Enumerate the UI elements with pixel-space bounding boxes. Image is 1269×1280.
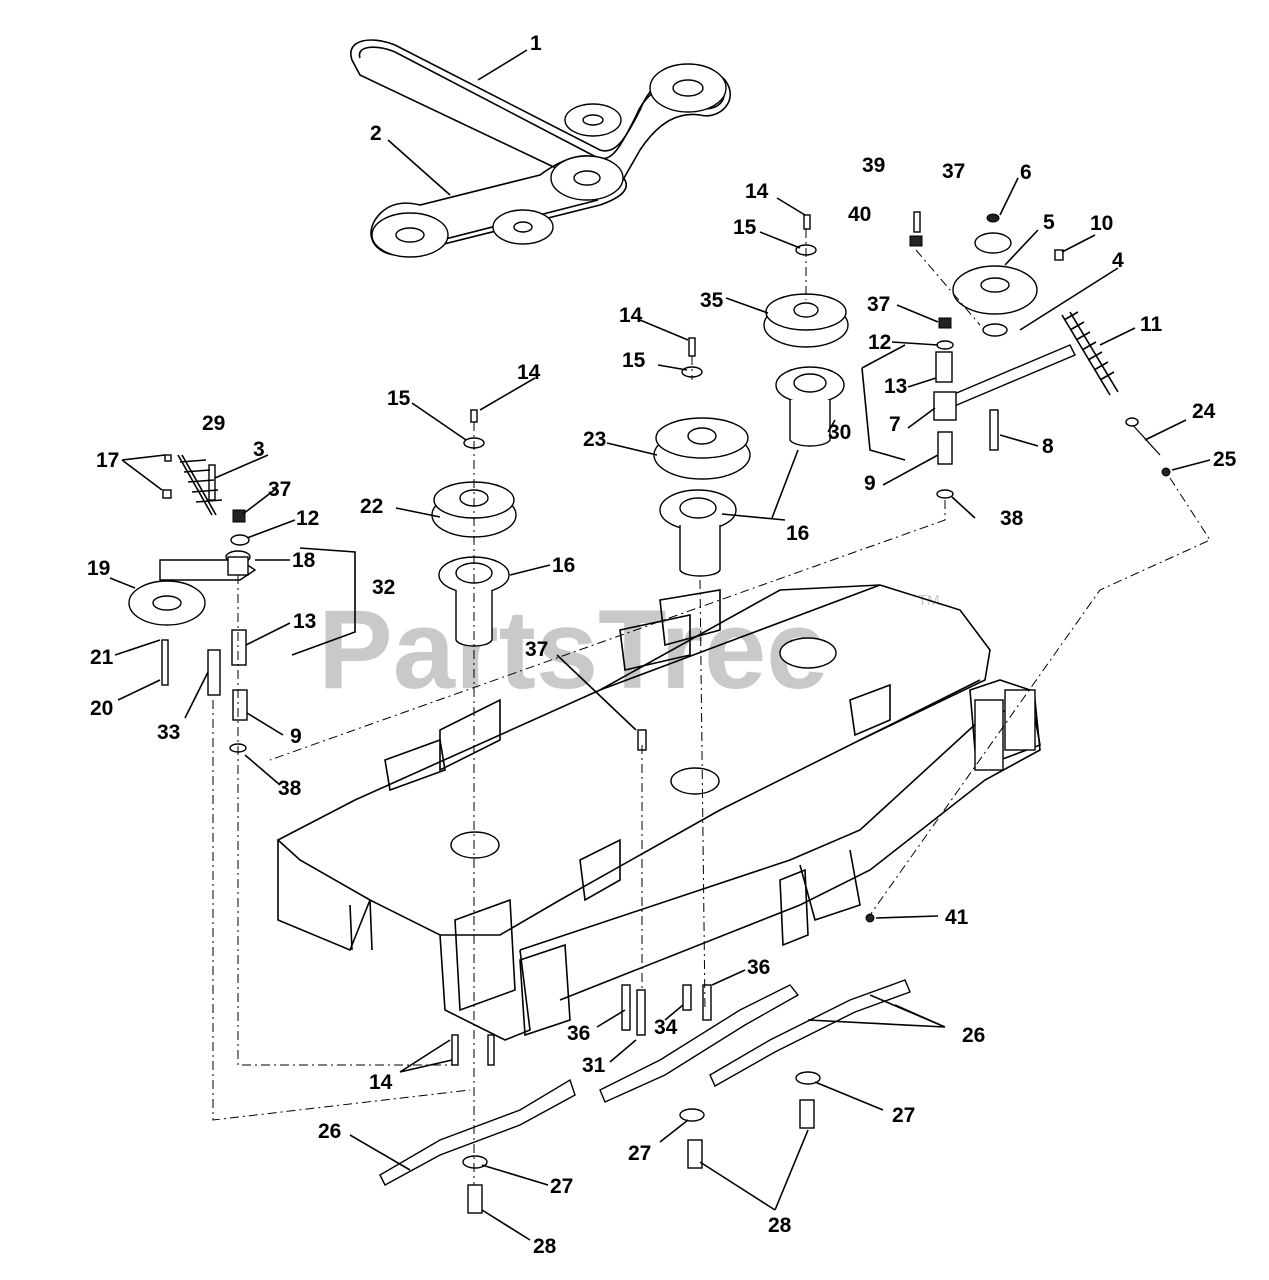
callout-1: 1 — [530, 32, 542, 55]
callout-27-middle: 27 — [628, 1142, 651, 1165]
callout-14-top: 14 — [745, 180, 769, 203]
callout-33: 33 — [157, 721, 180, 744]
callout-3: 3 — [253, 438, 265, 461]
callout-22: 22 — [360, 495, 383, 518]
callout-28-right: 28 — [768, 1214, 792, 1237]
callout-14-bottom: 14 — [369, 1071, 393, 1094]
left-idler-assembly — [128, 454, 257, 753]
callout-37-left: 37 — [268, 478, 291, 501]
callout-5: 5 — [1043, 211, 1055, 234]
callout-7: 7 — [889, 413, 901, 436]
callout-34: 34 — [654, 1016, 678, 1039]
callout-36-left: 36 — [567, 1022, 590, 1045]
callout-19: 19 — [87, 557, 110, 580]
callout-37-center: 37 — [525, 638, 548, 661]
callout-15-top: 15 — [733, 216, 757, 239]
callout-15-middle: 15 — [622, 349, 646, 372]
callout-9-right: 9 — [864, 472, 876, 495]
callout-31: 31 — [582, 1054, 606, 1077]
callout-14-center: 14 — [517, 361, 541, 384]
callout-40: 40 — [848, 203, 871, 226]
callout-21: 21 — [90, 646, 114, 669]
bottom-hardware — [451, 729, 875, 1214]
callout-4: 4 — [1112, 249, 1124, 272]
callout-8: 8 — [1042, 435, 1054, 458]
callout-23: 23 — [583, 428, 606, 451]
callout-2: 2 — [370, 122, 382, 145]
callout-numbers: 1 2 3 4 5 6 7 8 9 9 10 11 12 12 13 13 14… — [87, 32, 1237, 1258]
callout-12-left: 12 — [296, 507, 319, 530]
callout-11: 11 — [1140, 313, 1163, 336]
mower-deck-shell — [276, 584, 1041, 1041]
callout-16-center: 16 — [552, 554, 575, 577]
callout-41: 41 — [945, 906, 969, 929]
callout-38-left: 38 — [278, 777, 302, 800]
drive-belts — [350, 39, 731, 258]
leader-lines — [109, 49, 1211, 1241]
cutter-blades — [379, 979, 911, 1186]
callout-18: 18 — [292, 549, 316, 572]
callout-10: 10 — [1090, 212, 1113, 235]
callout-6: 6 — [1020, 161, 1032, 184]
callout-13-right: 13 — [884, 375, 907, 398]
callout-30: 30 — [828, 421, 851, 444]
callout-36-right: 36 — [747, 956, 770, 979]
right-idler-assembly — [909, 211, 1171, 499]
callout-37-right: 37 — [867, 293, 890, 316]
middle-spindle-assembly — [653, 337, 751, 577]
callout-38-right: 38 — [1000, 507, 1024, 530]
callout-35: 35 — [700, 289, 724, 312]
callout-29: 29 — [202, 412, 225, 435]
callout-9-left: 9 — [290, 725, 302, 748]
callout-24: 24 — [1192, 400, 1216, 423]
callout-27-right: 27 — [892, 1104, 915, 1127]
callout-14-middle: 14 — [619, 304, 643, 327]
callout-13-left: 13 — [293, 610, 316, 633]
callout-26-right: 26 — [962, 1024, 985, 1047]
callout-37-top: 37 — [942, 160, 965, 183]
callout-28-left: 28 — [533, 1235, 557, 1258]
callout-17: 17 — [96, 449, 119, 472]
callout-25: 25 — [1213, 448, 1237, 471]
callout-12-right: 12 — [868, 331, 891, 354]
callout-32: 32 — [372, 576, 395, 599]
centerlines — [212, 229, 1211, 1185]
callout-16-middle: 16 — [786, 522, 809, 545]
callout-27-left: 27 — [550, 1175, 573, 1198]
callout-20: 20 — [90, 697, 113, 720]
callout-39: 39 — [862, 154, 885, 177]
watermark-text: PartsTree — [318, 587, 829, 712]
callout-15-center: 15 — [387, 387, 411, 410]
callout-26-left: 26 — [318, 1120, 341, 1143]
